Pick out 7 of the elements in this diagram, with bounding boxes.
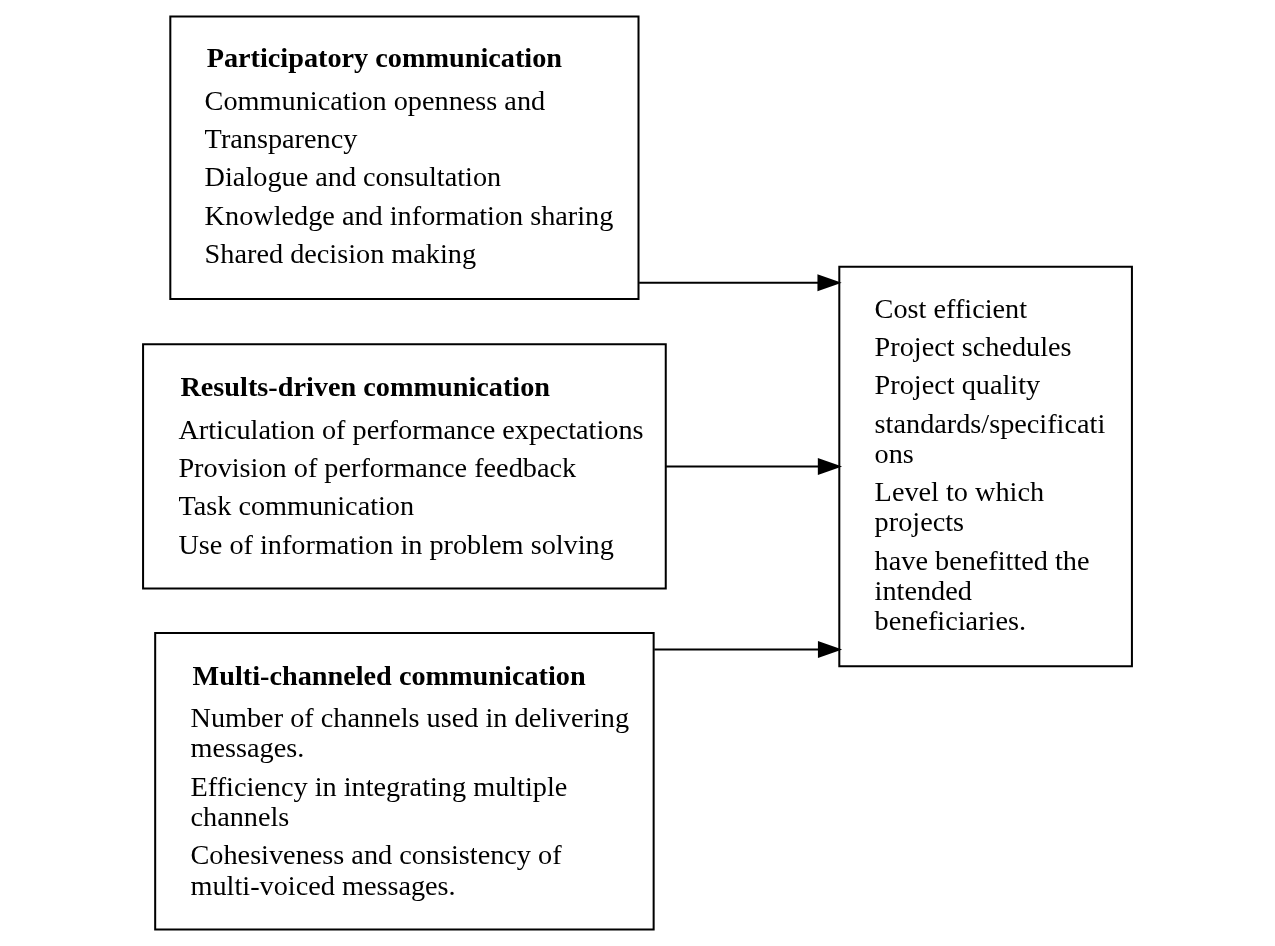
arrow bbox=[654, 641, 843, 659]
node-box: Cost efficient Project schedules Project quality standards/specificati ons Level to which projects have benefitted the intended beneficiaries. bbox=[838, 265, 1133, 668]
node-box: Multi-channeled communication Number of channels used in delivering messages. Efficiency in integrating multiple channels Cohesiveness and consistency of multi-voiced messages. bbox=[154, 631, 655, 931]
node-box: Participatory communication Communication openness and Transparency Dialogue and consultation Knowledge and information sharing Shared decision making bbox=[169, 15, 640, 300]
arrow bbox=[639, 274, 842, 292]
node-box: Results-driven communication Articulation of performance expectations Provision of performance feedback Task communication Use of information in problem solving bbox=[142, 343, 667, 590]
arrow bbox=[666, 457, 843, 475]
